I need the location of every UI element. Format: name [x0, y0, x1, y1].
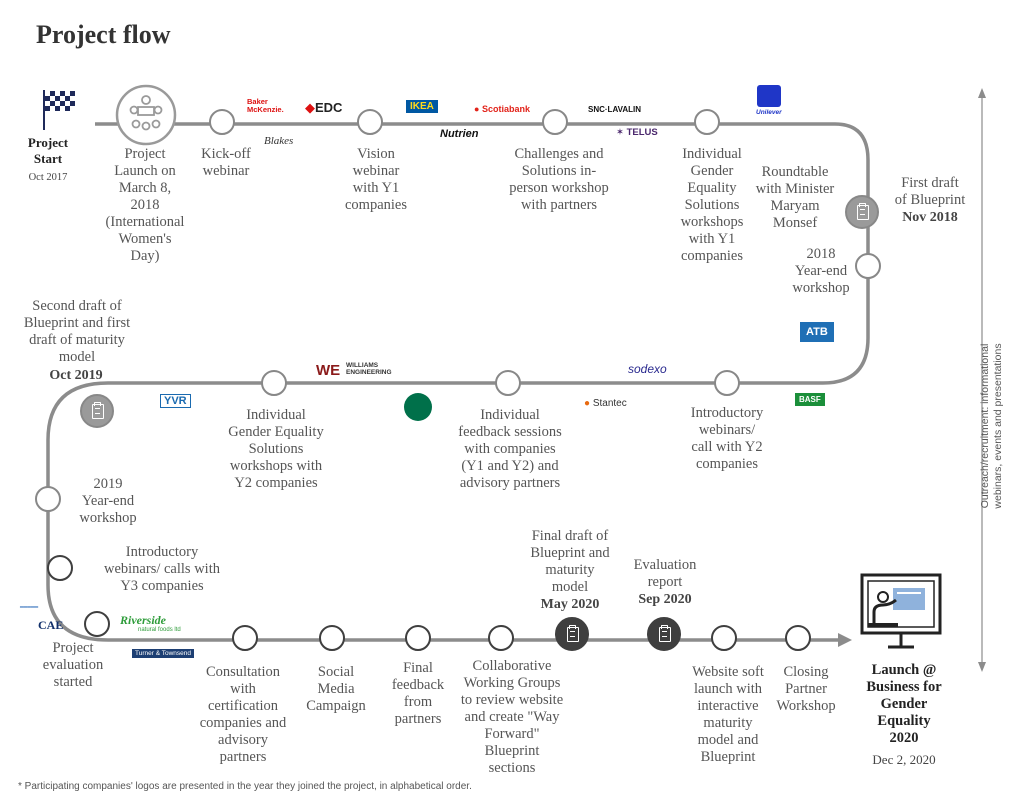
- logo-yvr: YVR: [160, 394, 191, 408]
- label-ges-y2: Individual Gender Equality Solutions wor…: [228, 407, 324, 491]
- logo-stantec: ● Stantec: [584, 398, 627, 409]
- presentation-screen-icon: [860, 573, 942, 649]
- date-final-draft: May 2020: [540, 597, 600, 612]
- logo-baker-mckenzie: Baker McKenzie.: [247, 97, 284, 114]
- label-ye2018: 2018 Year-end workshop: [792, 246, 850, 296]
- date-project-start: Oct 2017: [28, 172, 68, 183]
- label-challenges: Challenges and Solutions in- person work…: [509, 146, 609, 213]
- label-soft-launch: Website soft launch with interactive mat…: [692, 664, 764, 765]
- label-second-draft: Second draft of Blueprint and first draf…: [23, 298, 131, 365]
- node-ye2018[interactable]: [855, 253, 881, 279]
- label-ges-y1: Individual Gender Equality Solutions wor…: [680, 146, 744, 264]
- arrow-head-icon: [838, 633, 852, 647]
- node-second-draft[interactable]: [80, 394, 114, 428]
- label-eval-report: Evaluation report: [633, 557, 697, 590]
- node-evaluation-started[interactable]: [84, 611, 110, 637]
- node-kickoff[interactable]: [209, 109, 235, 135]
- node-ges-y1[interactable]: [694, 109, 720, 135]
- logo-atb: ATB: [800, 322, 834, 342]
- label-kickoff: Kick-off webinar: [201, 146, 251, 179]
- checkered-flag-icon: [43, 90, 75, 130]
- label-project-launch: Project Launch on March 8, 2018 (Interna…: [105, 146, 185, 264]
- label-vision: Vision webinar with Y1 companies: [344, 146, 407, 213]
- logo-starbucks-icon: [404, 393, 432, 421]
- logo-unilever: Unilever: [756, 109, 782, 116]
- footnote: * Participating companies' logos are pre…: [18, 781, 472, 792]
- label-social: Social Media Campaign: [306, 664, 366, 714]
- label-final-feedback: Final feedback from partners: [391, 660, 445, 727]
- date-launch-b4ge: Dec 2, 2020: [872, 752, 936, 767]
- label-final-draft: Final draft of Blueprint and maturity mo…: [530, 528, 610, 595]
- page-title: Project flow: [36, 20, 171, 49]
- label-roundtable: Roundtable with Minister Maryam Monsef: [755, 164, 835, 231]
- node-consultation[interactable]: [232, 625, 258, 651]
- logo-telus: ✶ TELUS: [616, 127, 658, 138]
- label-first-draft: First draft of Blueprint: [894, 175, 966, 208]
- node-closing[interactable]: [785, 625, 811, 651]
- logo-riverside: Riverside: [120, 613, 166, 627]
- label-evaluation-started: Project evaluation started: [42, 640, 104, 690]
- logo-basf: BASF: [795, 393, 825, 406]
- logo-ikea: IKEA: [406, 100, 438, 113]
- outreach-note: Outreach/recruitment: informational webi…: [979, 343, 1004, 509]
- label-intro-y3: Introductory webinars/ calls with Y3 com…: [104, 544, 220, 594]
- logo-blakes: Blakes: [264, 135, 294, 147]
- label-ye2019: 2019 Year-end workshop: [79, 476, 137, 526]
- logo-williams-engineering-mark: WE: [316, 362, 341, 379]
- logo-edc: ◆EDC: [305, 100, 343, 115]
- node-ye2019[interactable]: [35, 486, 61, 512]
- date-first-draft: Nov 2018: [902, 210, 958, 225]
- logo-turner-townsend: Turner & Townsend: [132, 649, 195, 658]
- date-eval-report: Sep 2020: [638, 592, 692, 607]
- node-ges-y2[interactable]: [261, 370, 287, 396]
- clipboard-icon: [857, 203, 869, 220]
- date-second-draft: Oct 2019: [49, 368, 103, 383]
- node-intro-y2[interactable]: [714, 370, 740, 396]
- logo-riverside-sub: natural foods ltd: [138, 627, 181, 633]
- logo-sodexo: sodexo: [628, 362, 667, 376]
- label-closing: Closing Partner Workshop: [776, 664, 836, 714]
- label-feedback: Individual feedback sessions with compan…: [458, 407, 562, 491]
- node-social[interactable]: [319, 625, 345, 651]
- logo-scotiabank: ● Scotiabank: [474, 104, 530, 114]
- node-collab[interactable]: [488, 625, 514, 651]
- logo-snc-lavalin: SNC·LAVALIN: [588, 105, 642, 114]
- node-final-feedback[interactable]: [405, 625, 431, 651]
- label-collab: Collaborative Working Groups to review w…: [460, 658, 564, 776]
- node-eval-report[interactable]: [647, 617, 681, 651]
- logo-cae: CAE: [38, 618, 64, 632]
- timeline-line: [46, 122, 870, 642]
- clipboard-icon: [659, 625, 671, 642]
- label-launch-b4ge: Launch @ Business for Gender Equality 20…: [866, 662, 942, 746]
- logo-nutrien: Nutrien: [440, 128, 479, 140]
- clipboard-icon: [92, 402, 104, 419]
- logo-cae-icon: ━━━━━: [20, 605, 39, 611]
- logo-unilever-icon: [757, 85, 781, 107]
- node-final-draft[interactable]: [555, 617, 589, 651]
- node-challenges[interactable]: [542, 109, 568, 135]
- node-vision[interactable]: [357, 109, 383, 135]
- group-meeting-icon: [115, 84, 177, 146]
- node-soft-launch[interactable]: [711, 625, 737, 651]
- node-first-draft[interactable]: [845, 195, 879, 229]
- node-feedback[interactable]: [495, 370, 521, 396]
- label-intro-y2: Introductory webinars/ call with Y2 comp…: [690, 405, 764, 472]
- label-consultation: Consultation with certification companie…: [199, 664, 287, 765]
- clipboard-icon: [567, 625, 579, 642]
- logo-williams-engineering: WILLIAMS ENGINEERING: [346, 362, 392, 376]
- node-intro-y3[interactable]: [47, 555, 73, 581]
- label-project-start: Project Start: [27, 135, 69, 166]
